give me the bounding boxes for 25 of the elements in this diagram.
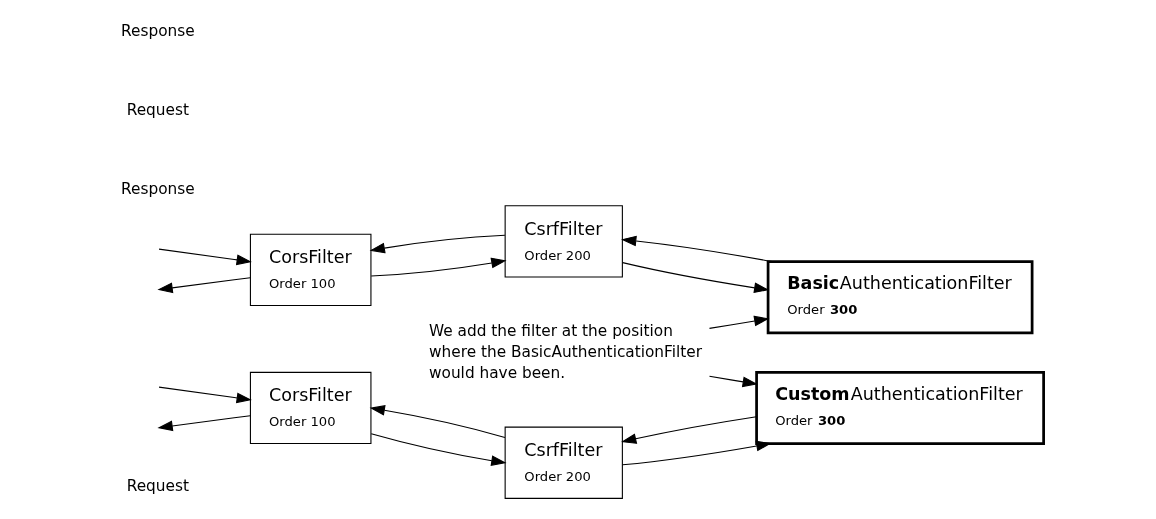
- arrow: [370, 257, 507, 277]
- arrow: [708, 375, 758, 388]
- node-box: CorsFilter Order 100: [249, 233, 372, 307]
- arrow: [708, 315, 770, 329]
- node-box: BasicAuthenticationFilter Order 300: [766, 260, 1034, 335]
- node-box: CorsFilter Order 100: [249, 371, 372, 445]
- arrow: [157, 277, 251, 294]
- arrow: [369, 234, 506, 254]
- arrow: [621, 416, 757, 444]
- arrow: [622, 262, 770, 294]
- arrow: [621, 235, 773, 263]
- arrow: [370, 433, 507, 466]
- node-box: CsrfFilter Order 200: [504, 205, 623, 278]
- arrow: [157, 415, 251, 432]
- label: Request: [126, 476, 189, 495]
- label: Response: [121, 22, 195, 41]
- label: Response: [121, 179, 195, 198]
- arrow: [369, 405, 506, 438]
- arrow: [158, 248, 252, 266]
- node-text: We add the filter at the position where the BasicAuthenticationFilter would have been.: [429, 321, 703, 382]
- arrow: [158, 386, 252, 404]
- node-box: CustomAuthenticationFilter Order 300: [755, 370, 1045, 445]
- label: Request: [126, 101, 189, 120]
- node-box: CsrfFilter Order 200: [504, 426, 623, 499]
- arrow: [622, 440, 772, 466]
